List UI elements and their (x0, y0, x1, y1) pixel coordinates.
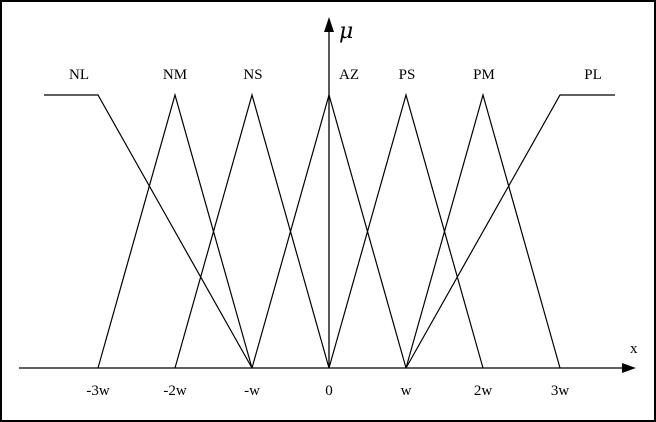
tick-label-w: w (401, 383, 412, 399)
set-label-ps: PS (399, 67, 416, 83)
membership-curves (44, 92, 615, 369)
set-label-pl: PL (584, 67, 602, 83)
membership-curve-nl (44, 94, 253, 369)
tick-label-neg2w: -2w (163, 383, 186, 399)
tick-label-3w: 3w (551, 383, 570, 399)
tick-label-neg3w: -3w (86, 383, 109, 399)
set-label-nm: NM (163, 67, 187, 83)
membership-curve-pm (405, 92, 561, 369)
y-axis-label: μ (339, 19, 353, 44)
x-axis-label: x (630, 341, 638, 357)
tick-label-zero: 0 (325, 383, 333, 399)
membership-curve-az (251, 92, 407, 369)
y-axis-arrow-icon (324, 17, 334, 32)
set-label-ns: NS (243, 67, 262, 83)
tick-label-negw: -w (244, 383, 260, 399)
tick-label-2w: 2w (474, 383, 493, 399)
set-label-nl: NL (69, 67, 89, 83)
membership-curve-ns (174, 92, 330, 369)
x-axis-arrow-icon (622, 363, 636, 373)
membership-curve-ps (328, 92, 484, 369)
set-label-az: AZ (339, 67, 359, 83)
membership-curve-pl (405, 94, 615, 369)
membership-curve-nm (97, 92, 253, 369)
set-label-pm: PM (473, 67, 495, 83)
